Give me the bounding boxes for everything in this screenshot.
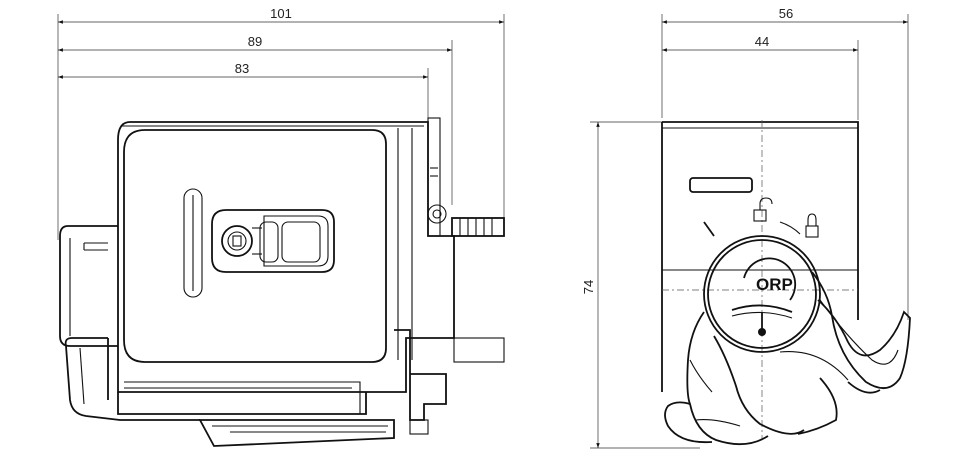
front-knob: ORP	[703, 235, 821, 353]
front-view: 56 44 74	[581, 6, 911, 449]
brand-swirl	[743, 257, 797, 301]
position-tick-mark	[703, 221, 715, 237]
dimension-front-height: 74	[581, 121, 700, 449]
side-right-boss	[427, 117, 505, 363]
front-lever-handle	[664, 271, 911, 446]
dimension-front-height-label: 74	[581, 280, 596, 294]
unlocked-padlock-icon	[753, 197, 773, 222]
brand-logo-text: ORP	[756, 275, 793, 294]
dimension-middle-length: 89	[58, 34, 453, 205]
dimension-front-width-label: 56	[779, 6, 793, 21]
dimension-front-width: 56	[661, 6, 909, 320]
dimension-middle-length-label: 89	[248, 34, 262, 49]
dimension-front-inner-width-label: 44	[755, 34, 769, 49]
dimension-overall-length-label: 101	[270, 6, 292, 21]
side-housing	[117, 121, 455, 393]
side-left-hub	[59, 225, 118, 347]
locked-padlock-icon	[805, 213, 819, 238]
dimension-body-length-label: 83	[235, 61, 249, 76]
lock-position-marks	[703, 197, 819, 238]
rotation-arc-icon	[779, 221, 801, 235]
dimension-body-length: 83	[58, 61, 429, 130]
side-view: 101 89 83	[57, 6, 505, 447]
front-housing	[661, 120, 859, 440]
side-base	[64, 329, 447, 447]
dimension-overall-length: 101	[57, 6, 505, 240]
side-lock-window	[211, 209, 335, 273]
dimension-front-inner-width: 44	[662, 34, 859, 120]
